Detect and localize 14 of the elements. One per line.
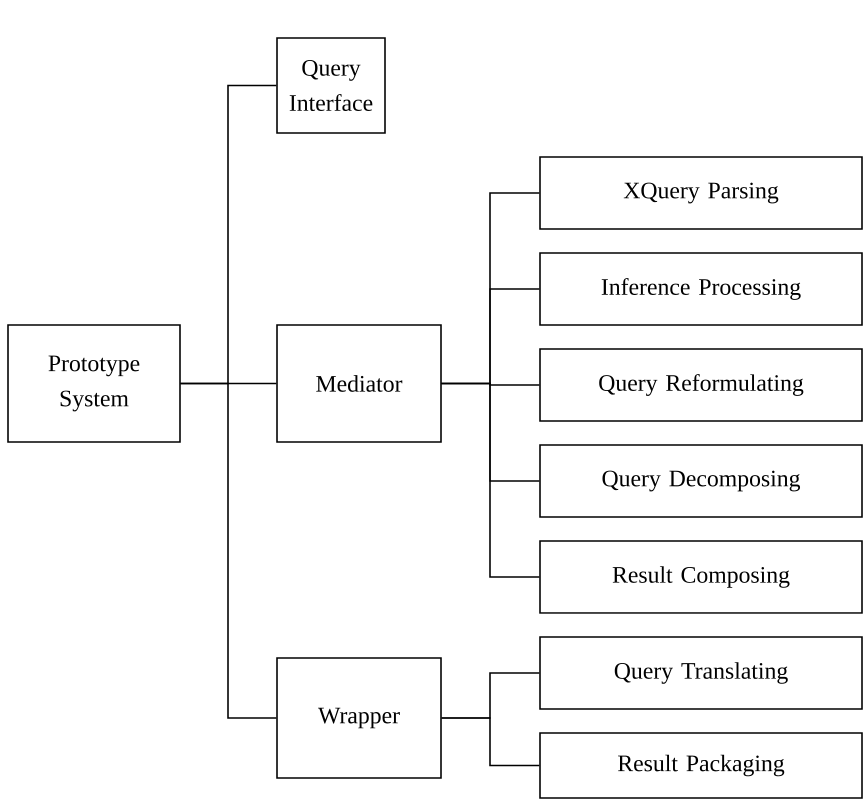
process-box: Mediator [276, 324, 442, 443]
process-box: Wrapper [276, 657, 442, 779]
process-box: XQuery Parsing [539, 156, 863, 230]
process-box: Inference Processing [539, 252, 863, 326]
connector [442, 717, 540, 766]
process-box: Query Decomposing [539, 444, 863, 518]
process-box: Prototype System [7, 324, 181, 443]
process-box: Result Packaging [539, 732, 863, 799]
process-box: Query Reformulating [539, 348, 863, 422]
connector [180, 382, 276, 719]
process-box: Result Composing [539, 540, 863, 614]
process-box: Query Interface [276, 37, 386, 134]
process-box: Query Translating [539, 636, 863, 710]
connector [442, 382, 540, 578]
